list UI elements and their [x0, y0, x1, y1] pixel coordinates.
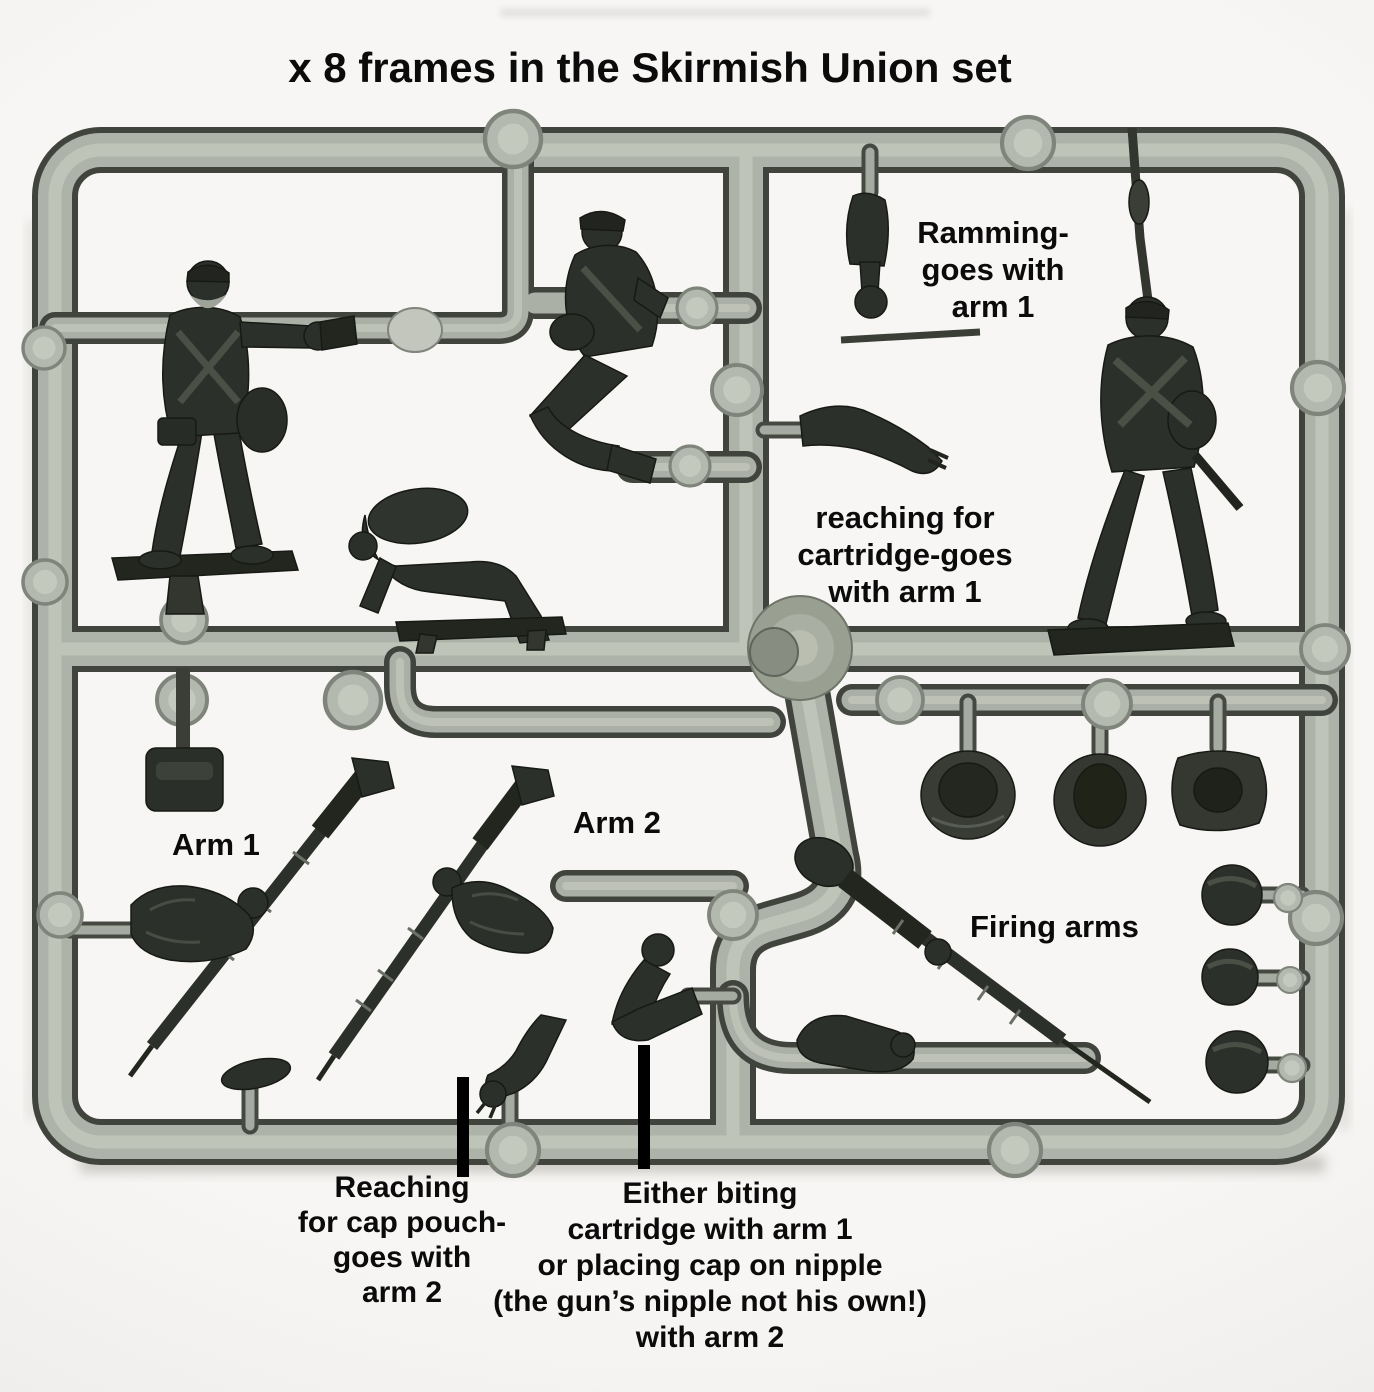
annotation-arm-2: Arm 2 — [573, 805, 661, 840]
sprue-knob — [325, 672, 381, 728]
sprue-knob — [707, 889, 759, 941]
sprue-knob — [668, 444, 712, 488]
sprue-parts — [111, 127, 1269, 1119]
firing-arms-with-musket-part — [794, 836, 1152, 1105]
sprue-knob — [21, 558, 69, 606]
kneeling-infantryman-figure — [528, 210, 669, 484]
annotation-firing-arms: Firing arms — [970, 909, 1139, 944]
photo-artifact-smudge — [500, 8, 930, 17]
sprue-knob — [36, 891, 84, 939]
sprue-knob — [1275, 965, 1305, 995]
head-parts — [1201, 864, 1269, 1094]
cap-pouch-arm-part — [475, 1014, 568, 1119]
sprue-knob — [875, 675, 925, 725]
ramming-arm-part — [840, 192, 981, 344]
annotation-either-biting: Either biting cartridge with arm 1 or pl… — [493, 1177, 927, 1354]
crawling-infantryman-figure — [348, 487, 567, 654]
annotation-reaching-cartridge: reaching for cartridge-goes with arm 1 — [797, 500, 1013, 609]
standing-infantryman-figure — [111, 260, 358, 615]
annotation-arm-1: Arm 1 — [172, 827, 260, 862]
small-hand-part — [220, 1057, 292, 1091]
sprue-knob-oval — [387, 307, 443, 353]
sprue-knob — [1276, 1052, 1308, 1084]
sprue-knob — [487, 1124, 539, 1176]
arm-2-with-musket-part — [315, 765, 555, 1082]
sprue-knob — [1081, 678, 1133, 730]
sprue-knob — [1292, 362, 1344, 414]
hat-parts — [920, 750, 1268, 847]
hat-round — [920, 750, 1016, 840]
sprue-knob — [485, 111, 541, 167]
annotation-cap-pouch: Reaching for cap pouch- goes with arm 2 — [297, 1171, 507, 1309]
advancing-infantryman-figure — [1047, 127, 1244, 656]
spare-head — [1201, 864, 1263, 926]
arm-1-with-musket-part — [127, 757, 395, 1078]
figure-beard — [190, 294, 227, 309]
sprue-knob — [21, 325, 67, 371]
cap-pouch-box-part — [145, 668, 224, 812]
hat-oval — [1053, 753, 1147, 847]
annotation-ramming: Ramming- goes with arm 1 — [917, 215, 1069, 324]
leader-line-biting-cartridge — [638, 1045, 650, 1169]
sprue-knob — [1002, 117, 1054, 169]
sprue-knob — [675, 286, 719, 330]
reaching-for-cartridge-arm-part — [799, 405, 949, 475]
hat-slouch — [1171, 750, 1268, 832]
biting-cartridge-arm-part — [611, 933, 703, 1042]
sprue-knob — [1272, 882, 1304, 914]
sprue-knob — [989, 1124, 1041, 1176]
leader-line-cap-pouch — [457, 1077, 469, 1177]
sprue-knob — [710, 363, 764, 417]
spare-head — [1201, 948, 1259, 1006]
spare-head — [1205, 1030, 1269, 1094]
page-title: x 8 frames in the Skirmish Union set — [288, 44, 1012, 91]
sprue-moulding-disc — [747, 595, 853, 701]
sprue-main-bars — [32, 127, 1345, 1165]
sprue-injection-knobs — [21, 111, 1351, 1176]
sprue-knob — [1299, 623, 1351, 675]
